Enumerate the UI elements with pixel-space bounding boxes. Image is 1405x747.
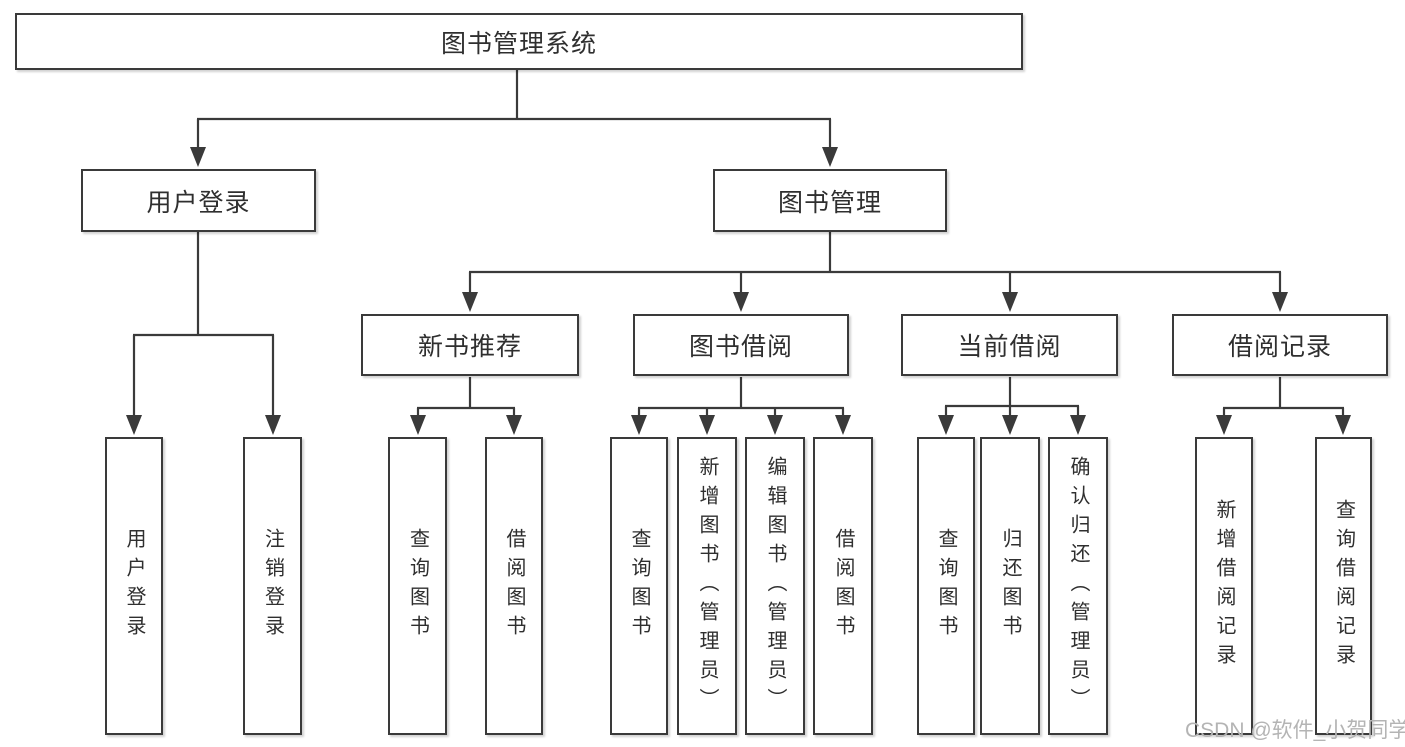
node-borrowing-records: 借阅记录 bbox=[1172, 314, 1388, 376]
leaf-borrow-books-recommend: 借阅图书 bbox=[485, 437, 543, 735]
node-label: 确认归还（管理员） bbox=[1067, 455, 1089, 717]
node-library-system: 图书管理系统 bbox=[15, 13, 1023, 70]
leaf-query-books-borrowing: 查询图书 bbox=[610, 437, 668, 735]
node-label: 当前借阅 bbox=[957, 333, 1062, 361]
node-label: 图书借阅 bbox=[688, 333, 793, 361]
node-user-login: 用户登录 bbox=[81, 169, 316, 232]
node-label: 借阅图书 bbox=[503, 528, 525, 644]
node-book-management: 图书管理 bbox=[713, 169, 947, 232]
leaf-add-borrow-record: 新增借阅记录 bbox=[1195, 437, 1253, 735]
node-label: 用户登录 bbox=[123, 528, 145, 644]
leaf-query-books-current: 查询图书 bbox=[917, 437, 975, 735]
leaf-confirm-return-admin: 确认归还（管理员） bbox=[1048, 437, 1108, 735]
node-label: 查询图书 bbox=[406, 528, 429, 644]
leaf-logout: 注销登录 bbox=[243, 437, 302, 735]
node-label: 注销登录 bbox=[261, 528, 284, 644]
leaf-edit-book-admin: 编辑图书（管理员） bbox=[745, 437, 805, 735]
node-label: 新增借阅记录 bbox=[1213, 499, 1235, 673]
node-label: 借阅图书 bbox=[832, 528, 854, 644]
node-label: 查询借阅记录 bbox=[1332, 499, 1355, 673]
node-book-borrowing: 图书借阅 bbox=[633, 314, 849, 376]
node-label: 查询图书 bbox=[935, 528, 957, 644]
leaf-user-login: 用户登录 bbox=[105, 437, 163, 735]
leaf-return-book: 归还图书 bbox=[980, 437, 1040, 735]
leaf-borrow-books-borrowing: 借阅图书 bbox=[813, 437, 873, 735]
node-label: 图书管理系统 bbox=[440, 29, 597, 58]
node-label: 归还图书 bbox=[999, 528, 1021, 644]
node-label: 新书推荐 bbox=[417, 333, 522, 361]
node-new-book-recommend: 新书推荐 bbox=[361, 314, 579, 376]
node-label: 借阅记录 bbox=[1227, 333, 1332, 361]
node-current-borrowing: 当前借阅 bbox=[901, 314, 1118, 376]
node-label: 新增图书（管理员） bbox=[696, 455, 718, 717]
node-label: 查询图书 bbox=[628, 528, 650, 644]
node-label: 编辑图书（管理员） bbox=[764, 455, 786, 717]
node-label: 用户登录 bbox=[146, 188, 251, 217]
leaf-add-book-admin: 新增图书（管理员） bbox=[677, 437, 737, 735]
leaf-query-borrow-record: 查询借阅记录 bbox=[1315, 437, 1372, 735]
node-label: 图书管理 bbox=[777, 188, 882, 217]
leaf-query-books-recommend: 查询图书 bbox=[388, 437, 447, 735]
csdn-watermark: CSDN @软件_小贺同学 bbox=[1185, 719, 1405, 742]
